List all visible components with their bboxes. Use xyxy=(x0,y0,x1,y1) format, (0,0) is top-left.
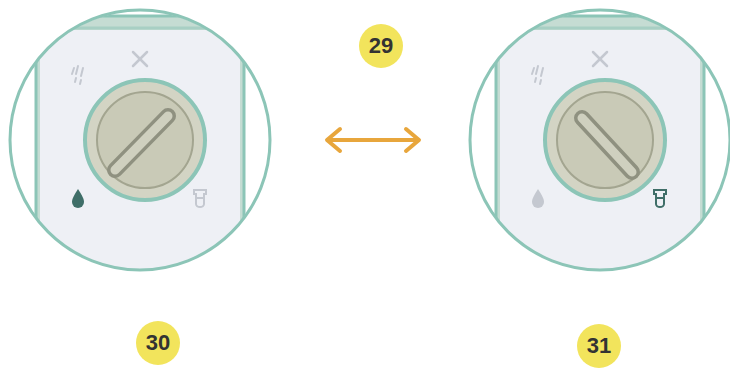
inset-left xyxy=(10,10,270,336)
callout-number: 29 xyxy=(359,24,403,68)
callout-number: 31 xyxy=(577,324,621,368)
callout-number: 30 xyxy=(136,321,180,365)
double-arrow xyxy=(327,129,419,151)
inset-right xyxy=(470,10,730,336)
